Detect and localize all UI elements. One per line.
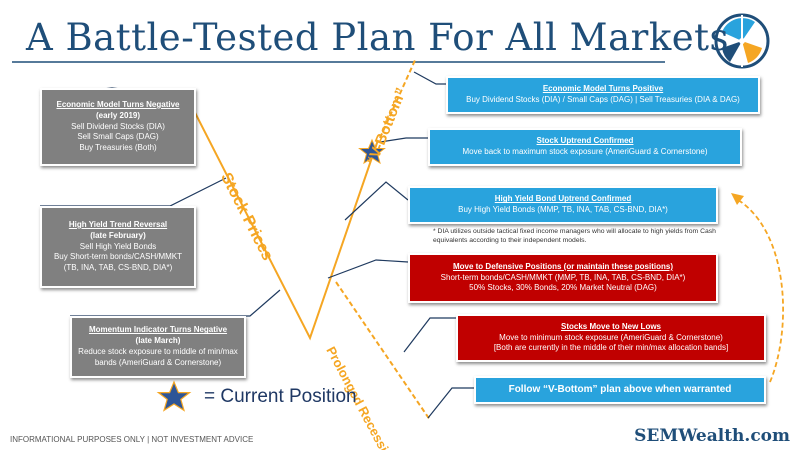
legend-current-position: = Current Position xyxy=(204,386,357,407)
callout-new-lows xyxy=(403,317,456,353)
momentum-negative-box: Momentum Indicator Turns Negative (late … xyxy=(70,316,246,378)
economic-positive-box: Economic Model Turns Positive Buy Divide… xyxy=(446,76,760,114)
compass-logo-icon xyxy=(714,13,770,69)
v-bottom-path xyxy=(379,57,417,139)
disclaimer: INFORMATIONAL PURPOSES ONLY | NOT INVEST… xyxy=(10,435,254,444)
economic-negative-box: Economic Model Turns Negative (early 201… xyxy=(40,88,196,166)
page-title: A Battle-Tested Plan For All Markets xyxy=(26,16,729,59)
callout-high-yield-uptrend xyxy=(344,181,409,221)
callout-momentum-negative xyxy=(70,289,281,317)
follow-v-bottom-box: Follow “V-Bottom” plan above when warran… xyxy=(474,376,766,404)
defensive-positions-box: Move to Defensive Positions (or maintain… xyxy=(408,253,718,303)
recession-path xyxy=(335,281,431,421)
return-arrow xyxy=(734,197,784,383)
star-icon xyxy=(156,380,192,412)
callout-follow xyxy=(427,387,474,419)
stock-price-line xyxy=(185,94,379,341)
high-yield-reversal-box: High Yield Trend Reversal (late February… xyxy=(40,206,196,288)
callout-stock-uptrend xyxy=(379,137,428,143)
new-lows-box: Stocks Move to New Lows Move to minimum … xyxy=(456,314,766,362)
high-yield-uptrend-box: High Yield Bond Uptrend Confirmed Buy Hi… xyxy=(408,186,718,224)
dia-footnote: * DIA utilizes outside tactical fixed in… xyxy=(433,228,716,245)
return-arrowhead xyxy=(731,193,744,205)
brand-url: SEMWealth.com xyxy=(634,426,790,446)
callout-defensive xyxy=(327,259,409,279)
callout-economic-positive xyxy=(413,71,446,85)
callout-high-yield-reversal xyxy=(40,177,227,207)
star-icon xyxy=(358,138,386,165)
stock-uptrend-box: Stock Uptrend Confirmed Move back to max… xyxy=(428,128,742,166)
